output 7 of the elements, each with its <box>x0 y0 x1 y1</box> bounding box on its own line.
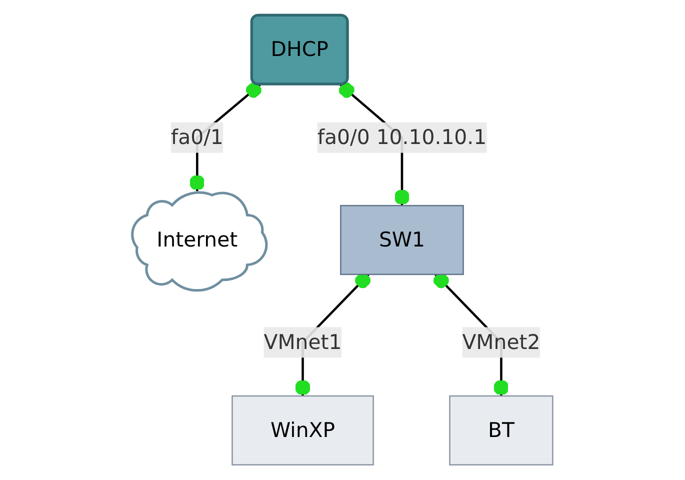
node-box: BT <box>449 395 554 466</box>
node-box: WinXP <box>232 395 374 466</box>
edge-label: VMnet2 <box>462 330 540 354</box>
edge-label: VMnet1 <box>264 330 342 354</box>
edge-label: fa0/1 <box>170 124 224 150</box>
edge-label: fa0/0 10.10.10.1 <box>317 124 487 150</box>
node-box: SW1 <box>340 204 464 276</box>
